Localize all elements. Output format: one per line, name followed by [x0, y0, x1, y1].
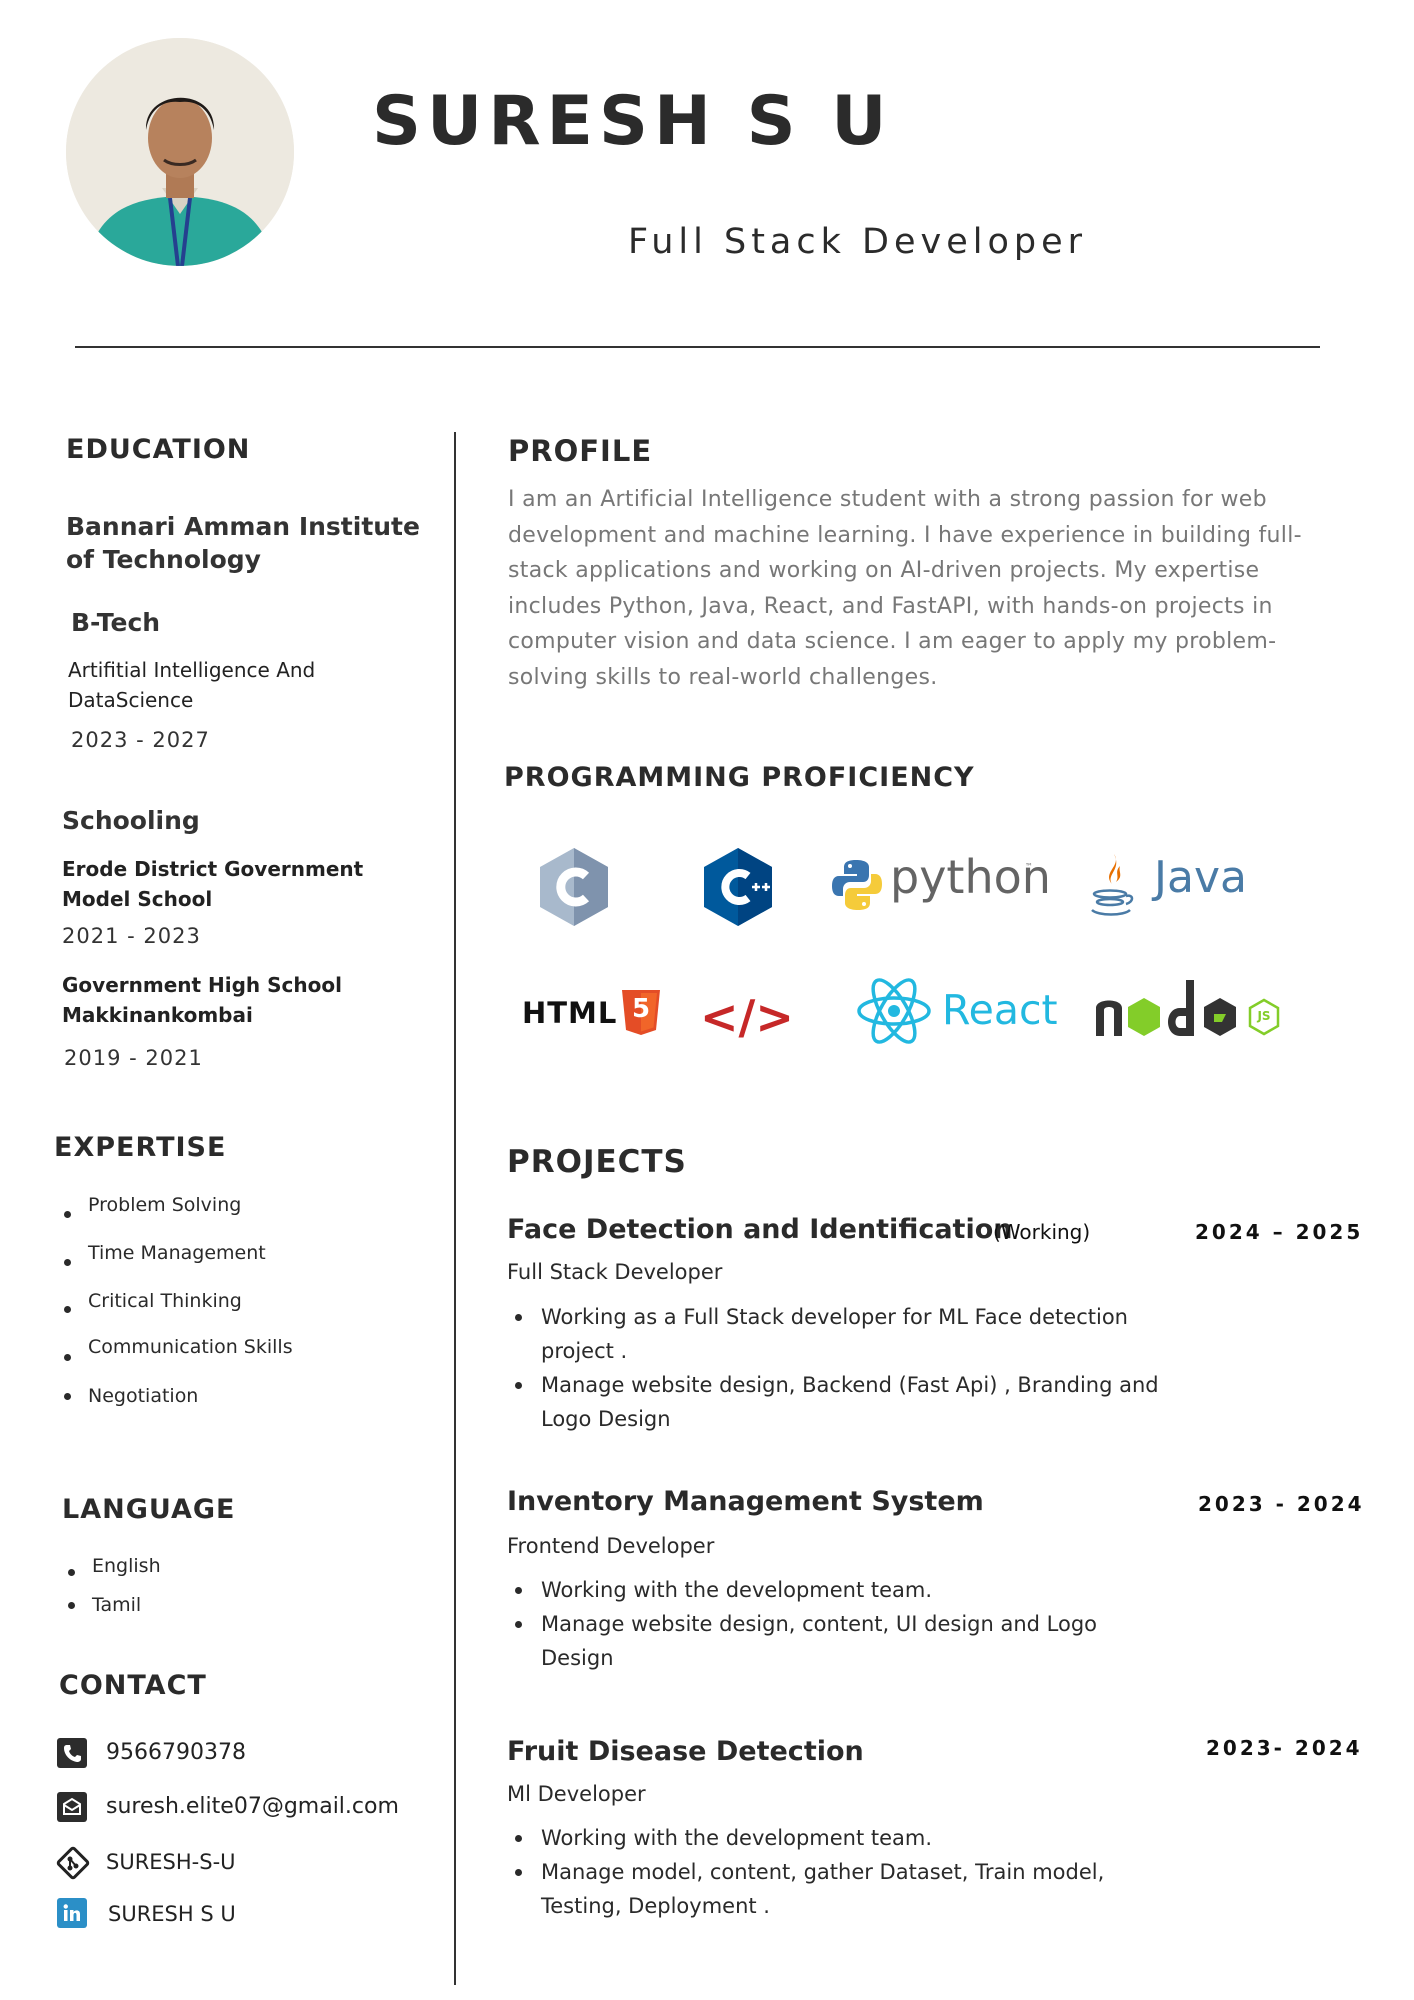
email-link[interactable]: suresh.elite07@gmail.com	[106, 1794, 399, 1819]
expertise-heading: EXPERTISE	[54, 1132, 227, 1163]
linkedin-icon	[57, 1898, 87, 1928]
python-logo	[832, 858, 882, 912]
java-logo	[1088, 852, 1136, 922]
project-role: Ml Developer	[507, 1782, 646, 1806]
column-divider	[454, 432, 456, 1985]
institute-name: Bannari Amman Institute of Technology	[66, 512, 420, 574]
email-icon	[57, 1792, 87, 1822]
list-item: Manage website design, Backend (Fast Api…	[507, 1368, 1167, 1436]
c-logo	[536, 846, 612, 928]
language-heading: LANGUAGE	[62, 1494, 236, 1525]
list-item: Working with the development team.	[507, 1573, 1127, 1607]
schooling-heading: Schooling	[62, 806, 200, 835]
expertise-list: Problem Solving Time Management Critical…	[64, 1190, 293, 1411]
school-years: 2021 - 2023	[62, 924, 201, 948]
projects-heading: PROJECTS	[507, 1144, 687, 1180]
education-heading: EDUCATION	[66, 434, 251, 465]
code-icon: </>	[700, 990, 794, 1044]
degree-years: 2023 - 2027	[71, 728, 210, 752]
project-role: Full Stack Developer	[507, 1260, 723, 1284]
contact-heading: CONTACT	[59, 1670, 207, 1701]
phone-number[interactable]: 9566790378	[106, 1740, 246, 1765]
cpp-logo	[700, 846, 776, 928]
nodejs-js-text: JS	[1257, 1009, 1271, 1023]
header-divider	[75, 346, 1320, 348]
degree-field: Artifitial Intelligence And DataScience	[68, 658, 316, 712]
react-wordmark: React	[942, 986, 1058, 1034]
profile-photo	[66, 38, 294, 266]
html5-wordmark: HTML	[522, 996, 618, 1030]
project-title: Inventory Management System	[507, 1486, 984, 1517]
school-name: Government High School Makkinankombai	[62, 973, 342, 1027]
html5-logo: 5	[620, 988, 662, 1036]
linkedin-name[interactable]: SURESH S U	[108, 1902, 236, 1926]
list-item: English	[68, 1552, 161, 1591]
java-wordmark: Java	[1154, 852, 1247, 903]
project-title: Face Detection and Identification	[507, 1214, 1013, 1245]
nodejs-logo: JS	[1094, 978, 1290, 1040]
candidate-name: SURESH S U	[372, 82, 893, 161]
list-item: Working as a Full Stack developer for ML…	[507, 1300, 1167, 1368]
project-title: Fruit Disease Detection	[507, 1736, 864, 1767]
project-years: 2023- 2024	[1206, 1736, 1363, 1760]
profile-heading: PROFILE	[508, 434, 653, 468]
list-item: Working with the development team.	[507, 1821, 1127, 1855]
list-item: Critical Thinking	[64, 1286, 293, 1332]
school-years: 2019 - 2021	[64, 1046, 203, 1070]
project-years: 2023 - 2024	[1198, 1492, 1365, 1516]
project-role: Frontend Developer	[507, 1534, 715, 1558]
list-item: Manage website design, content, UI desig…	[507, 1607, 1127, 1675]
list-item: Manage model, content, gather Dataset, T…	[507, 1855, 1127, 1923]
school-name: Erode District Government Model School	[62, 857, 364, 911]
list-item: Tamil	[68, 1591, 161, 1619]
git-username[interactable]: SURESH-S-U	[106, 1850, 236, 1874]
profile-summary: I am an Artificial Intelligence student …	[508, 487, 1302, 690]
project-status: (Working)	[993, 1220, 1091, 1244]
project-bullets: Working as a Full Stack developer for ML…	[507, 1300, 1167, 1436]
python-trademark: ™	[1025, 862, 1033, 871]
project-years: 2024 – 2025	[1195, 1220, 1364, 1244]
html5-badge-text: 5	[631, 994, 651, 1024]
job-title: Full Stack Developer	[628, 222, 1088, 262]
git-icon	[56, 1846, 90, 1880]
proficiency-heading: PROGRAMMING PROFICIENCY	[504, 762, 975, 793]
react-logo	[856, 976, 932, 1046]
python-wordmark: python	[890, 850, 1051, 904]
project-bullets: Working with the development team. Manag…	[507, 1573, 1127, 1675]
project-bullets: Working with the development team. Manag…	[507, 1821, 1127, 1923]
language-list: English Tamil	[68, 1552, 161, 1619]
list-item: Negotiation	[64, 1381, 293, 1411]
list-item: Time Management	[64, 1238, 293, 1286]
degree: B-Tech	[71, 608, 161, 637]
list-item: Communication Skills	[64, 1332, 293, 1381]
list-item: Problem Solving	[64, 1190, 293, 1238]
phone-icon	[57, 1738, 87, 1768]
